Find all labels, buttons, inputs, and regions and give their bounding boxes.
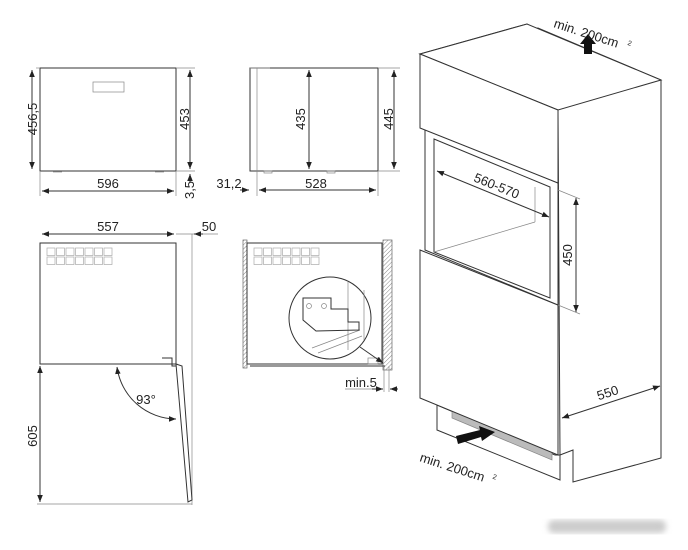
appliance-front xyxy=(39,67,177,172)
vent-slot xyxy=(103,256,113,265)
vent-slot xyxy=(46,256,56,265)
dim-label-foot: 3,5 xyxy=(182,181,197,199)
vent-slot xyxy=(46,247,56,256)
dim-label-depth: 528 xyxy=(305,176,327,191)
dim-label-inner-height: 435 xyxy=(293,108,308,130)
dim-label-side-height: 445 xyxy=(381,108,396,130)
bottom-vent-label: min. 200cm 2 xyxy=(418,450,498,485)
handle xyxy=(92,81,125,93)
vent-slot xyxy=(75,247,84,256)
dim-label-niche-height: 450 xyxy=(560,244,575,266)
detail-magnifier xyxy=(288,276,372,360)
vent-slot xyxy=(282,256,291,265)
door-open xyxy=(175,363,193,503)
vent-slot xyxy=(291,247,301,256)
appliance-top xyxy=(39,242,177,365)
vent-slot xyxy=(56,256,65,265)
vent-slot xyxy=(84,256,94,265)
cabinet-lower-door xyxy=(419,249,559,456)
dim-label-door-angle: 93° xyxy=(136,392,156,407)
dim-label-body-height: 453 xyxy=(177,108,192,130)
vent-slot xyxy=(301,256,310,265)
dim-label-total-height: 456,5 xyxy=(25,103,40,136)
cabinet-wall xyxy=(382,239,393,371)
vent-slot xyxy=(94,247,103,256)
airflow-arrow-in xyxy=(456,426,495,444)
front-view: 456,5 453 596 3,5 xyxy=(25,67,197,199)
vent-slot xyxy=(310,247,320,256)
svg-text:min. 200cm: min. 200cm xyxy=(418,450,487,485)
vent-slot xyxy=(253,256,263,265)
cabinet-view: min. 200cm 2 560-570 450 550 min. 200cm … xyxy=(418,16,663,485)
vent-slot xyxy=(253,247,263,256)
side-view: 435 445 528 31,2 xyxy=(216,67,400,196)
dim-label-gap: min.5 xyxy=(345,375,377,390)
vent-slot xyxy=(272,256,282,265)
vent-slot xyxy=(263,256,272,265)
bracket-detail xyxy=(302,297,360,332)
vent-slot xyxy=(263,247,272,256)
vent-slot xyxy=(65,247,75,256)
vent-grid xyxy=(253,247,320,265)
dim-label-top-width: 557 xyxy=(97,219,119,234)
dim-550 xyxy=(561,385,661,419)
dim-label-offset: 31,2 xyxy=(216,176,241,191)
vent-slot xyxy=(56,247,65,256)
vent-grid xyxy=(46,247,113,265)
vent-slot xyxy=(94,256,103,265)
svg-text:2: 2 xyxy=(492,474,498,482)
vent-slot xyxy=(282,247,291,256)
vent-slot xyxy=(75,256,84,265)
svg-text:2: 2 xyxy=(627,40,633,48)
vent-slot xyxy=(84,247,94,256)
top-view: 557 50 605 93° xyxy=(25,219,218,505)
angle-arc xyxy=(115,366,177,422)
vent-slot xyxy=(310,256,320,265)
watermark xyxy=(548,520,666,533)
dim-560-570 xyxy=(436,170,550,218)
dim-label-cabinet-depth: 550 xyxy=(595,382,620,403)
cabinet-upper-door xyxy=(419,53,559,184)
vent-slot xyxy=(65,256,75,265)
dim-label-door-clearance: 50 xyxy=(202,219,216,234)
detail-view: min.5 xyxy=(242,239,398,392)
vent-slot xyxy=(103,247,113,256)
vent-slot xyxy=(291,256,301,265)
dim-label-width: 596 xyxy=(97,176,119,191)
vent-slot xyxy=(272,247,282,256)
vent-slot xyxy=(301,247,310,256)
airflow-arrow-up xyxy=(580,34,596,54)
dim-label-door-depth: 605 xyxy=(25,425,40,447)
appliance-side xyxy=(249,67,379,172)
